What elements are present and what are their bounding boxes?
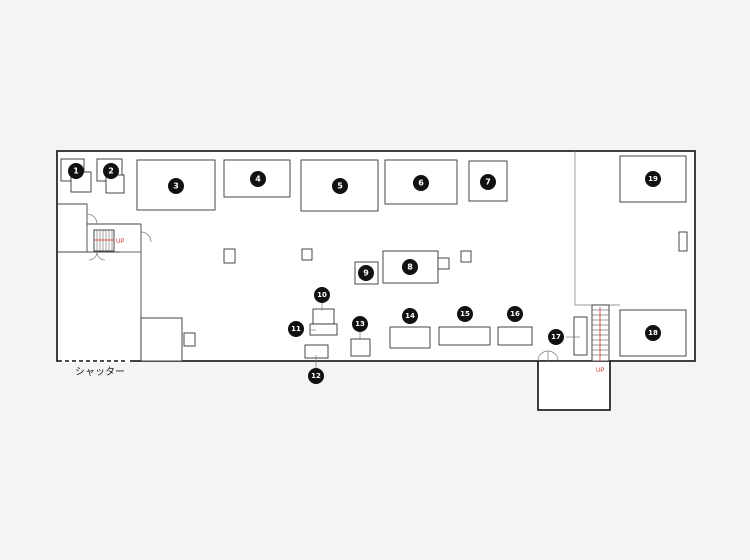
svg-text:9: 9 (363, 269, 369, 278)
svg-text:4: 4 (255, 175, 261, 184)
marker-6: 6 (413, 175, 429, 191)
marker-18: 18 (645, 325, 661, 341)
marker-19: 19 (645, 171, 661, 187)
area-11-box (309, 323, 338, 336)
marker-5: 5 (332, 178, 348, 194)
marker-3: 3 (168, 178, 184, 194)
svg-text:14: 14 (405, 312, 415, 320)
svg-text:10: 10 (317, 291, 327, 299)
marker-17: 17 (548, 329, 564, 345)
svg-text:16: 16 (510, 310, 520, 318)
right-staircase (591, 304, 610, 362)
area-13-box (350, 338, 371, 357)
svg-text:15: 15 (460, 310, 470, 318)
fixture-e (678, 231, 688, 252)
svg-text:19: 19 (648, 175, 658, 183)
svg-text:7: 7 (485, 178, 491, 187)
marker-2: 2 (103, 163, 119, 179)
marker-15: 15 (457, 306, 473, 322)
left-stair-treads (96, 230, 113, 251)
svg-text:11: 11 (291, 325, 301, 333)
door-swing-lower-b (96, 251, 106, 261)
marker-12: 12 (308, 368, 324, 384)
marker-10: 10 (314, 287, 330, 303)
svg-text:5: 5 (337, 182, 343, 191)
svg-text:3: 3 (173, 182, 179, 191)
entrance-annex (537, 360, 611, 411)
marker-11: 11 (288, 321, 304, 337)
marker-4: 4 (250, 171, 266, 187)
area-15-box (438, 326, 491, 346)
marker-16: 16 (507, 306, 523, 322)
right-stair-treads (592, 309, 609, 356)
marker-1: 1 (68, 163, 84, 179)
marker-7: 7 (480, 174, 496, 190)
entrance-door-left (537, 350, 549, 362)
entrance-door-right (547, 350, 559, 362)
left-stair-up-label: UP (116, 239, 124, 245)
svg-text:8: 8 (407, 263, 413, 272)
svg-text:17: 17 (551, 333, 561, 341)
svg-text:18: 18 (648, 329, 658, 337)
left-bottom-room (140, 317, 183, 362)
door-swing-upper (86, 213, 98, 225)
marker-9: 9 (358, 265, 374, 281)
shutter-label: シャッター (75, 366, 125, 378)
marker-14: 14 (402, 308, 418, 324)
svg-text:6: 6 (418, 179, 424, 188)
svg-text:13: 13 (355, 320, 365, 328)
area-16-box (497, 326, 533, 346)
right-stair-up-label: UP (596, 368, 604, 374)
area-12-box (304, 344, 329, 359)
svg-text:1: 1 (73, 167, 79, 176)
area-14-box (389, 326, 431, 349)
fixture-c (460, 250, 472, 263)
fixture-d (183, 332, 196, 347)
area-17-box (573, 316, 588, 356)
svg-text:2: 2 (108, 167, 114, 176)
fixture-b (301, 248, 313, 261)
area-10-box (312, 308, 335, 325)
area-5-table (300, 159, 379, 212)
svg-text:12: 12 (311, 372, 321, 380)
fixture-a (223, 248, 236, 264)
marker-13: 13 (352, 316, 368, 332)
area-8-side (437, 257, 450, 270)
marker-8: 8 (402, 259, 418, 275)
door-swing-right (140, 231, 152, 243)
